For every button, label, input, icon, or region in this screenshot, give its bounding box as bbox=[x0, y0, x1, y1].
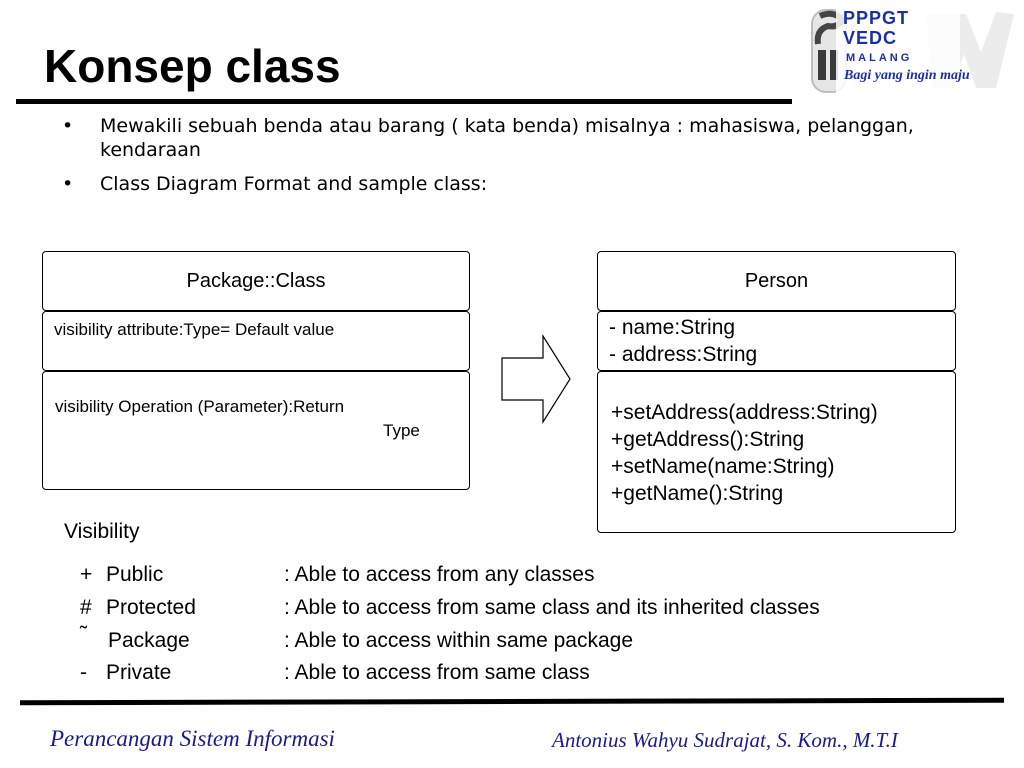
visibility-name: Public bbox=[106, 563, 164, 586]
format-class-header-text: Package::Class bbox=[186, 269, 326, 292]
bullet-text-2: Class Diagram Format and sample class: bbox=[100, 173, 488, 195]
bullet-marker: • bbox=[62, 173, 74, 195]
bullet-text-1: Mewakili sebuah benda atau barang ( kata… bbox=[100, 115, 914, 161]
format-class-header: Package::Class bbox=[42, 251, 470, 311]
logo-text-malang: MALANG bbox=[846, 52, 913, 64]
visibility-symbol: ˜ bbox=[80, 623, 87, 646]
visibility-symbol: - bbox=[80, 661, 87, 684]
format-operation-text: visibility Operation (Parameter):Return bbox=[55, 397, 345, 416]
format-class-attributes: visibility attribute:Type= Default value bbox=[42, 311, 470, 371]
visibility-symbol: # bbox=[80, 596, 92, 619]
person-operation: +getAddress():String bbox=[611, 428, 805, 451]
title-underline bbox=[16, 99, 792, 104]
footer-author: Antonius Wahyu Sudrajat, S. Kom., M.T.I bbox=[552, 728, 898, 752]
footer-course-title: Perancangan Sistem Informasi bbox=[50, 726, 335, 751]
format-operation-type-text: Type bbox=[383, 421, 420, 440]
logo-text-pppgt: PPPGT bbox=[843, 8, 910, 28]
visibility-description: : Able to access within same package bbox=[284, 629, 634, 652]
visibility-name: Protected bbox=[106, 596, 196, 619]
person-operation: +getName():String bbox=[611, 482, 784, 505]
person-class-header-text: Person bbox=[744, 269, 809, 292]
visibility-symbol: + bbox=[80, 563, 93, 586]
person-operation: +setAddress(address:String) bbox=[611, 401, 878, 424]
footer-rule bbox=[19, 697, 1005, 706]
person-class-operations: +setAddress(address:String) +getAddress(… bbox=[597, 371, 956, 533]
person-attribute-address: - address:String bbox=[609, 343, 758, 366]
format-attribute-text: visibility attribute:Type= Default value bbox=[54, 320, 335, 339]
person-operation: +setName(name:String) bbox=[611, 455, 835, 478]
slide-title: Konsep class bbox=[44, 40, 341, 92]
logo-tagline: Bagi yang ingin maju bbox=[844, 68, 970, 83]
logo-text-vedc: VEDC bbox=[843, 28, 898, 48]
person-class-header: Person bbox=[597, 251, 956, 311]
vedc-logo-icon bbox=[811, 6, 1014, 96]
person-class-attributes: - name:String - address:String bbox=[597, 311, 956, 371]
visibility-name: Package bbox=[108, 629, 190, 652]
format-class-operations: visibility Operation (Parameter):Return … bbox=[42, 371, 470, 490]
visibility-description: : Able to access from same class and its… bbox=[284, 596, 820, 619]
bullet-marker: • bbox=[62, 115, 74, 137]
visibility-heading: Visibility bbox=[64, 520, 140, 543]
visibility-description: : Able to access from any classes bbox=[284, 563, 595, 586]
visibility-name: Private bbox=[106, 661, 172, 684]
right-arrow-icon bbox=[501, 334, 571, 424]
person-attribute-name: - name:String bbox=[609, 316, 736, 339]
visibility-description: : Able to access from same class bbox=[284, 661, 590, 684]
